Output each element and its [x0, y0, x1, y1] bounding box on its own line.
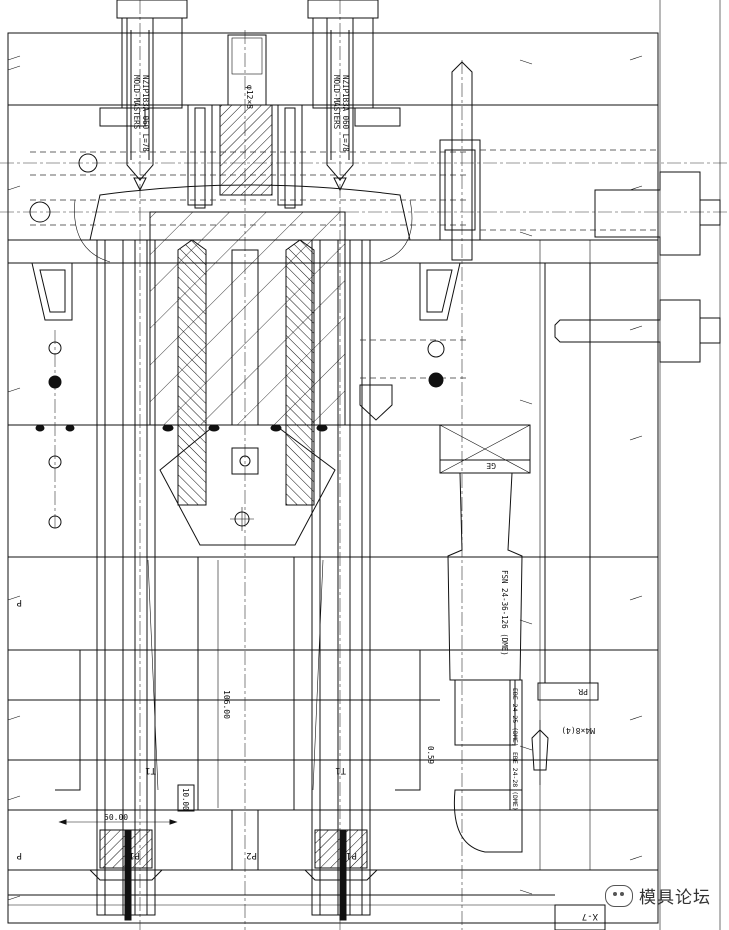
x7-label: X-7 [582, 911, 598, 921]
p-left-edge-label-2: P [16, 597, 22, 607]
nozzle-right: NZIP1B3A 060 L=78 MOLD-MASTERS [307, 0, 401, 192]
t1-right-label: T1 [335, 765, 346, 775]
dimensions: 50.00 10.00 0.59 [58, 746, 435, 825]
spring-spec-label: FSN 24-36-126 (DME) [500, 570, 509, 656]
screw-label: M4×8(4) [561, 726, 595, 735]
pr-label: PR [578, 687, 588, 696]
watermark: 模具论坛 [605, 883, 711, 908]
t1-left-label: T1 [145, 765, 156, 775]
guide-label: GE [486, 461, 496, 470]
watermark-text: 模具论坛 [639, 888, 711, 908]
dim-106-label: 106.00 [222, 690, 231, 719]
p-left-edge-label: P [16, 850, 22, 860]
wechat-icon [605, 884, 633, 907]
part-labels: T1 T1 P1 P2 P1 P P X-7 [16, 597, 606, 930]
plate-outlines [7, 0, 721, 930]
nozzle-left-label: NZIP1B3A 060 L=78 [141, 75, 150, 152]
support-label-a: EBE 24-25 (DME) [511, 688, 519, 747]
p1-right-label: P1 [346, 850, 357, 860]
support-pillar: 106.00 [197, 556, 295, 871]
ejector-sleeves [55, 239, 421, 921]
return-pin: PR M4×8(4) [531, 262, 599, 785]
nozzle-right-label: NZIP1B3A 060 L=78 [341, 75, 350, 152]
dim-10-label: 10.00 [181, 788, 190, 811]
cooling-channels [29, 151, 470, 529]
nozzle-right-brand: MOLD-MASTERS [332, 75, 341, 130]
taper-locks [31, 262, 461, 321]
spring-column: FSN 24-36-126 (DME) EBE 24-25 (DME) EBE … [447, 472, 523, 853]
nozzle-left-brand: MOLD-MASTERS [132, 75, 141, 130]
center-manifold: φ12×8 [74, 34, 413, 263]
leader-pin [439, 61, 721, 363]
ejector-plate [8, 869, 555, 906]
guide-element: GE [439, 424, 531, 474]
p1-left-label: P1 [129, 850, 140, 860]
dim-059-label: 0.59 [426, 746, 435, 764]
p2-label: P2 [246, 850, 257, 860]
cavity-plate [35, 211, 346, 546]
bolt-center-label: φ12×8 [245, 85, 254, 109]
dim-50-label: 50.00 [104, 813, 128, 822]
support-label-b: EBE 24-28 (DME) [511, 752, 519, 811]
nozzle-left: NZIP1B3A 060 L=78 MOLD-MASTERS [99, 0, 188, 192]
